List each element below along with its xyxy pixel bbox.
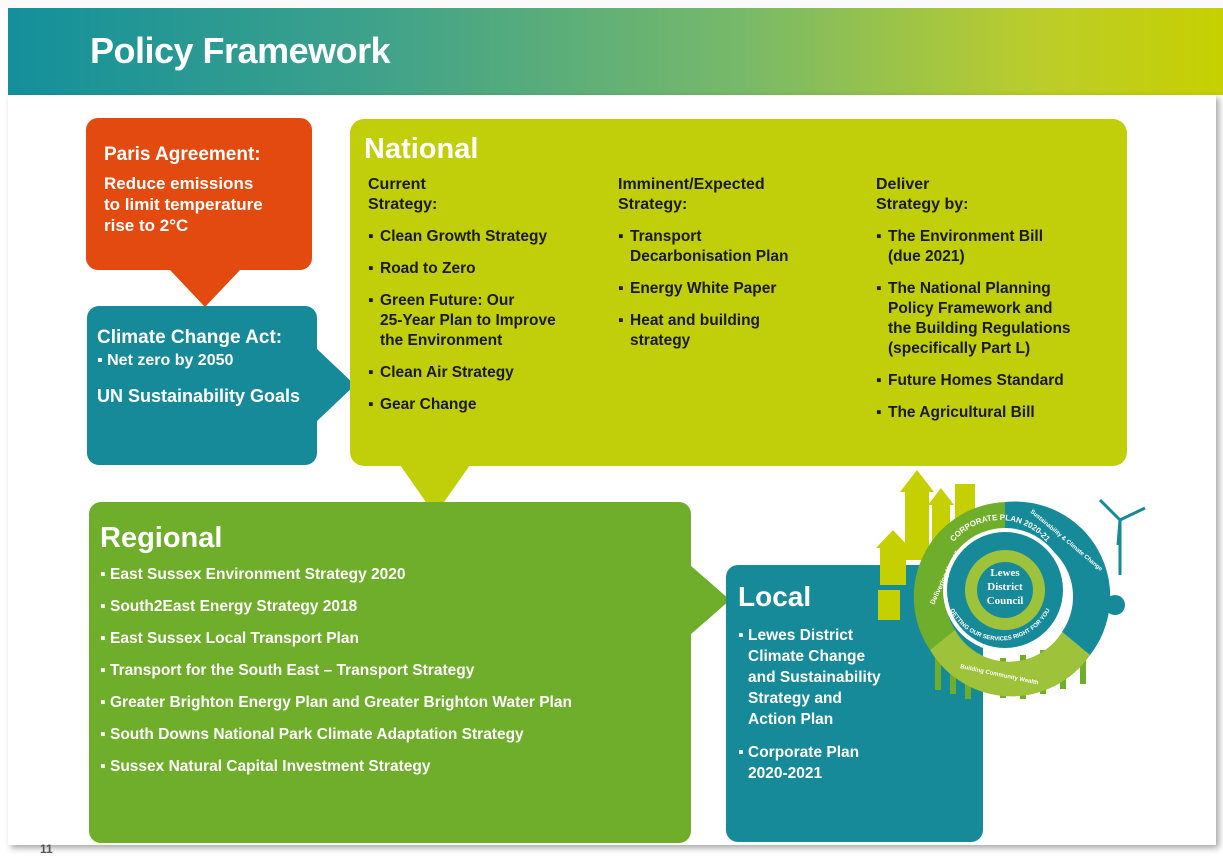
paris-text: Reduce emissions to limit temperature ri… xyxy=(104,174,263,235)
list-item: Sussex Natural Capital Investment Strate… xyxy=(100,757,572,789)
imminent-strategy-column: Imminent/Expected Strategy: Transport De… xyxy=(618,175,858,351)
regional-box: Regional East Sussex Environment Strateg… xyxy=(89,502,691,843)
column-header: Imminent/Expected Strategy: xyxy=(618,176,765,213)
page-number: 11 xyxy=(40,842,53,856)
list-item: East Sussex Local Transport Plan xyxy=(100,629,572,661)
wind-turbine-icon xyxy=(1098,498,1146,575)
list-item: The Environment Bill (due 2021) xyxy=(876,227,1126,267)
climate-title: Climate Change Act: xyxy=(97,327,283,348)
list-item: Gear Change xyxy=(368,395,608,415)
list-item: Heat and building strategy xyxy=(618,311,858,351)
paris-agreement-box: Paris Agreement: Reduce emissions to lim… xyxy=(86,118,312,270)
list-item: Transport for the South East – Transport… xyxy=(100,661,572,693)
list-item: Transport Decarbonisation Plan xyxy=(618,227,858,267)
logo-center-line3: Council xyxy=(987,595,1024,607)
logo-center-line1: Lewes xyxy=(990,567,1020,579)
top-edge xyxy=(0,0,1223,8)
national-heading: National xyxy=(364,133,479,165)
list-item: Road to Zero xyxy=(368,259,608,279)
local-heading: Local xyxy=(738,581,812,612)
regional-heading: Regional xyxy=(100,522,223,554)
climate-change-act-box: Climate Change Act: ▪ Net zero by 2050 U… xyxy=(87,306,317,465)
logo-center-line2: District xyxy=(987,581,1023,593)
deliver-strategy-column: Deliver Strategy by: The Environment Bil… xyxy=(876,175,1126,423)
list-item: Energy White Paper xyxy=(618,279,858,299)
climate-point: ▪ Net zero by 2050 xyxy=(97,352,234,369)
national-box: National Current Strategy: Clean Growth … xyxy=(350,119,1127,466)
arrow-climate-to-national xyxy=(316,348,355,422)
list-item: Green Future: Our 25-Year Plan to Improv… xyxy=(368,291,608,351)
column-header: Deliver Strategy by: xyxy=(876,176,969,213)
list-item: South2East Energy Strategy 2018 xyxy=(100,597,572,629)
ring-segment-right xyxy=(1005,501,1111,655)
page-title: Policy Framework xyxy=(90,30,391,71)
title-banner: Policy Framework xyxy=(8,8,1223,95)
buildings-icon xyxy=(876,470,975,620)
list-item: The Agricultural Bill xyxy=(876,403,1126,423)
arrow-regional-to-local xyxy=(690,565,730,635)
list-item: Future Homes Standard xyxy=(876,371,1126,391)
list-item: Greater Brighton Energy Plan and Greater… xyxy=(100,693,572,725)
list-item: The National Planning Policy Framework a… xyxy=(876,279,1126,359)
un-goals: UN Sustainability Goals xyxy=(97,386,301,406)
list-item: East Sussex Environment Strategy 2020 xyxy=(100,565,572,597)
ring-segment-bottom xyxy=(930,630,1090,697)
list-item: South Downs National Park Climate Adapta… xyxy=(100,725,572,757)
current-strategy-column: Current Strategy: Clean Growth Strategy … xyxy=(368,175,608,415)
arrow-paris-to-climate xyxy=(170,270,240,307)
list-item: Corporate Plan 2020-2021 xyxy=(738,742,881,784)
column-header: Current Strategy: xyxy=(368,176,438,213)
list-item: Clean Growth Strategy xyxy=(368,227,608,247)
arrow-national-to-regional xyxy=(400,465,470,515)
paris-title: Paris Agreement: xyxy=(104,144,261,165)
list-item: Lewes District Climate Change and Sustai… xyxy=(738,625,881,730)
list-item: Clean Air Strategy xyxy=(368,363,608,383)
